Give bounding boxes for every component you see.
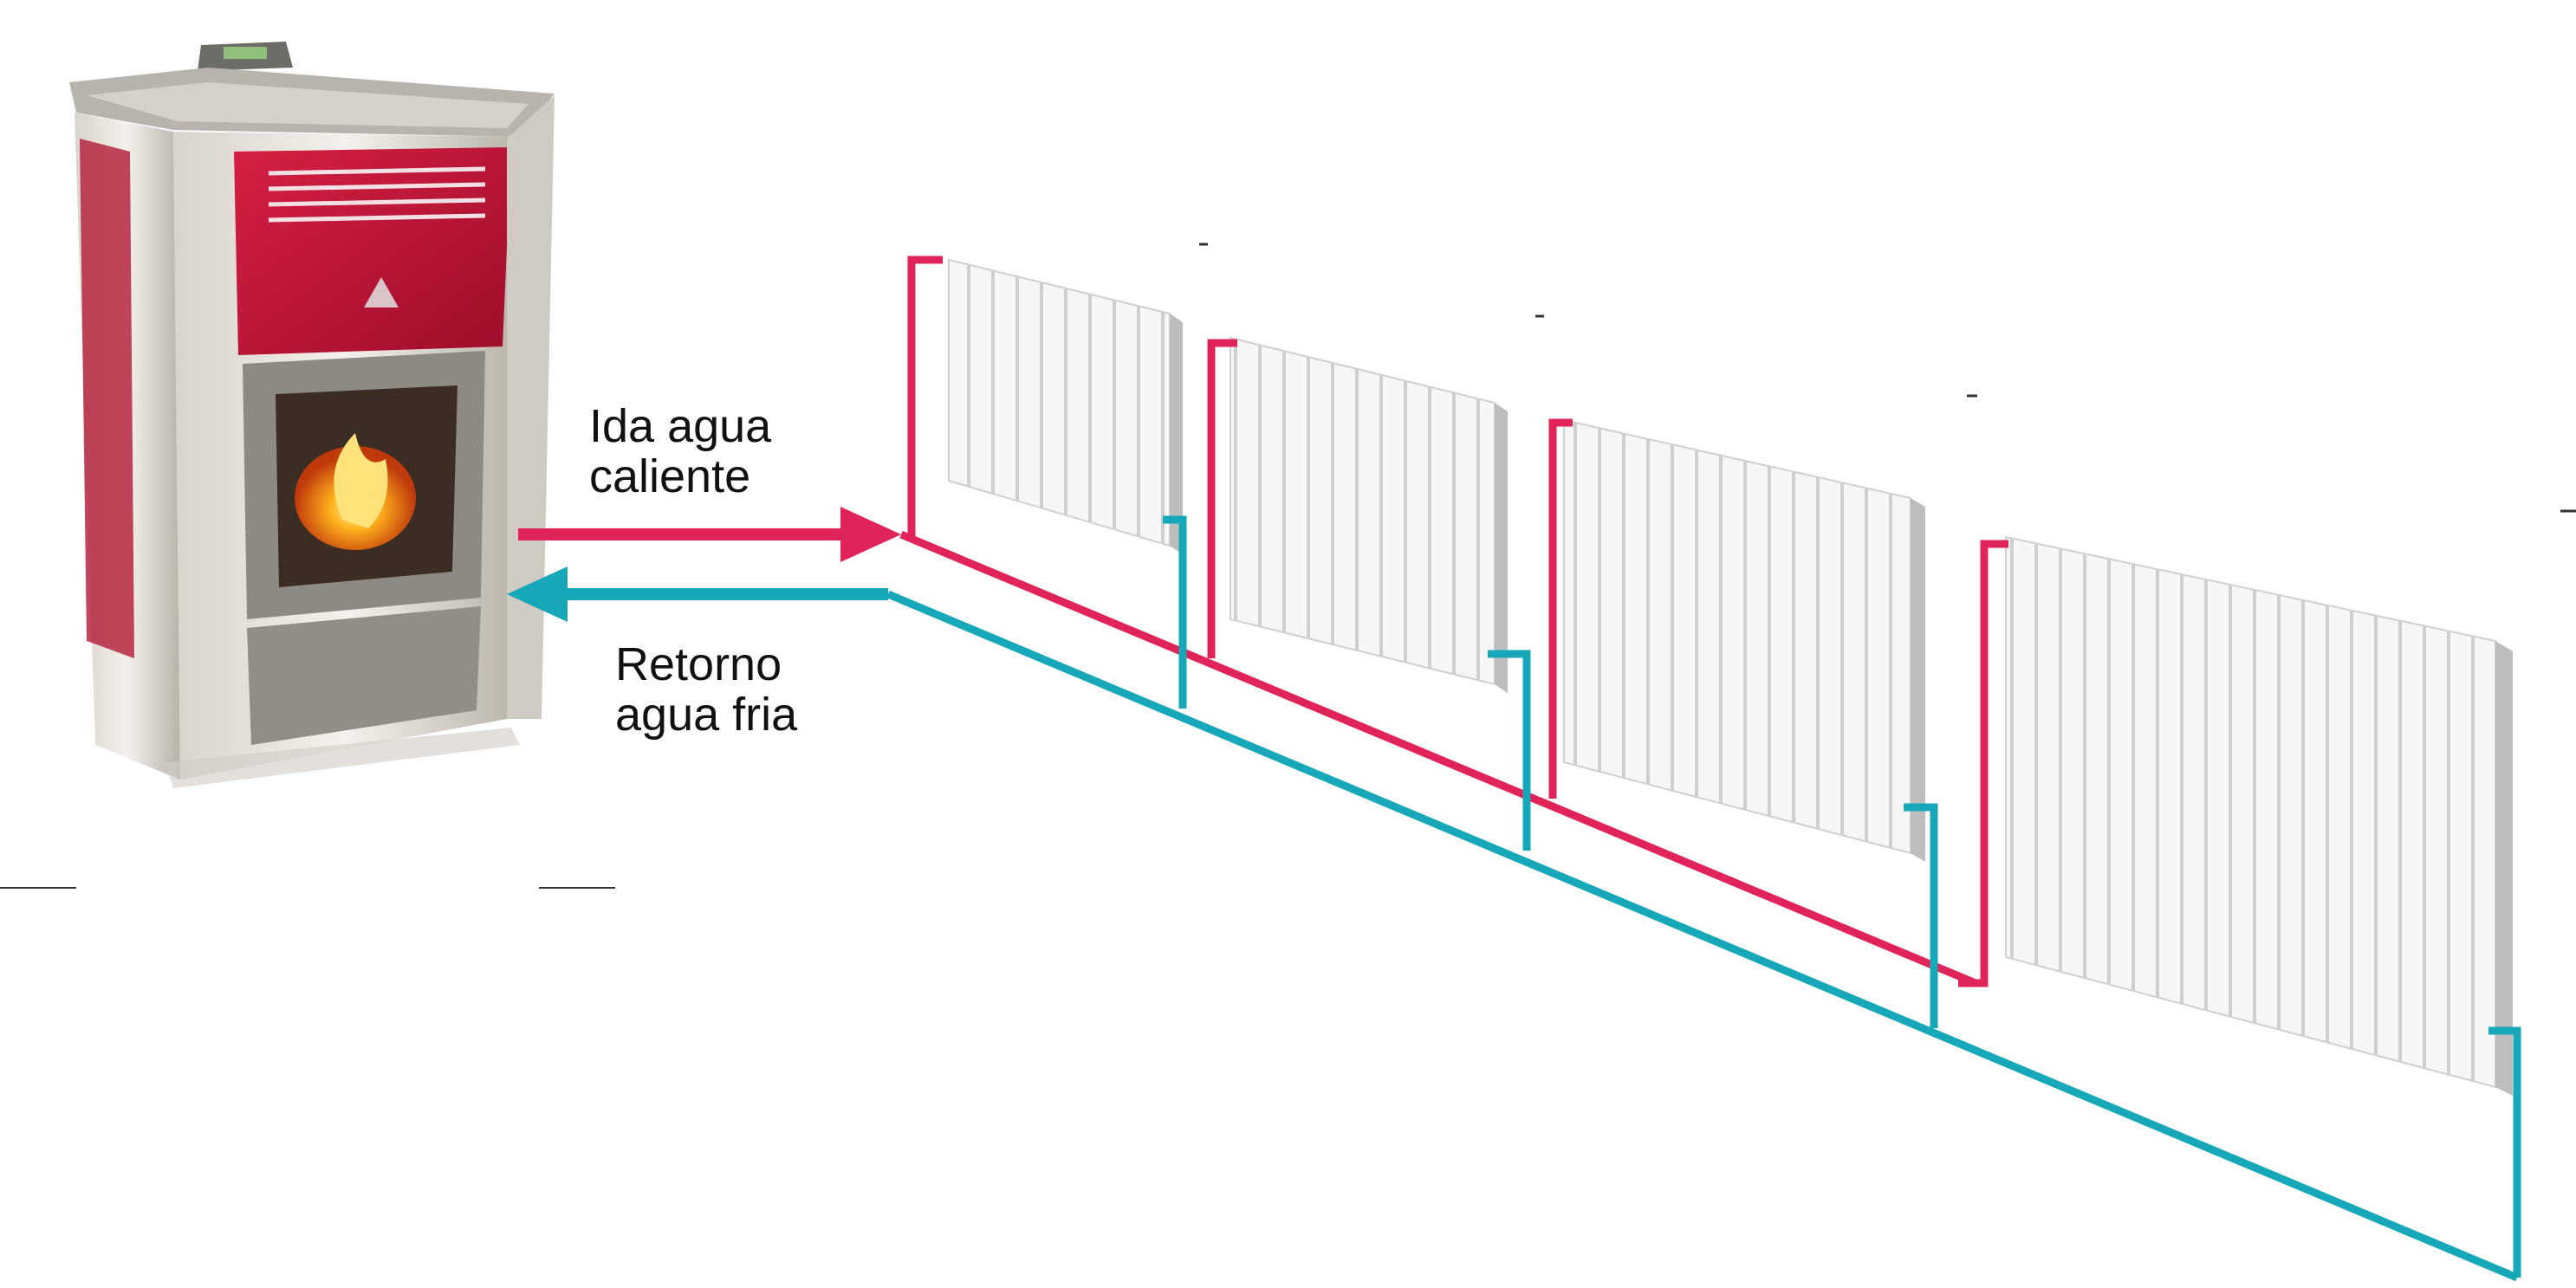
return-label-line2: agua fria — [615, 689, 798, 741]
supply-label-line1: Ida agua — [589, 400, 772, 452]
radiator-icon — [1230, 336, 1508, 693]
supply-pipe — [899, 256, 2008, 987]
arrow-right-icon — [518, 507, 901, 562]
tick-marks — [1199, 243, 2576, 513]
flame-icon — [295, 433, 416, 550]
pellet-stove-icon — [69, 42, 555, 788]
supply-label-line2: caliente — [589, 450, 750, 502]
return-label-line1: Retorno — [615, 638, 782, 690]
radiator-icon — [948, 258, 1183, 554]
radiator-icon — [2005, 535, 2513, 1096]
return-pipe — [886, 515, 2521, 1282]
radiator-icon — [1563, 418, 1925, 862]
arrow-left-icon — [507, 566, 888, 622]
